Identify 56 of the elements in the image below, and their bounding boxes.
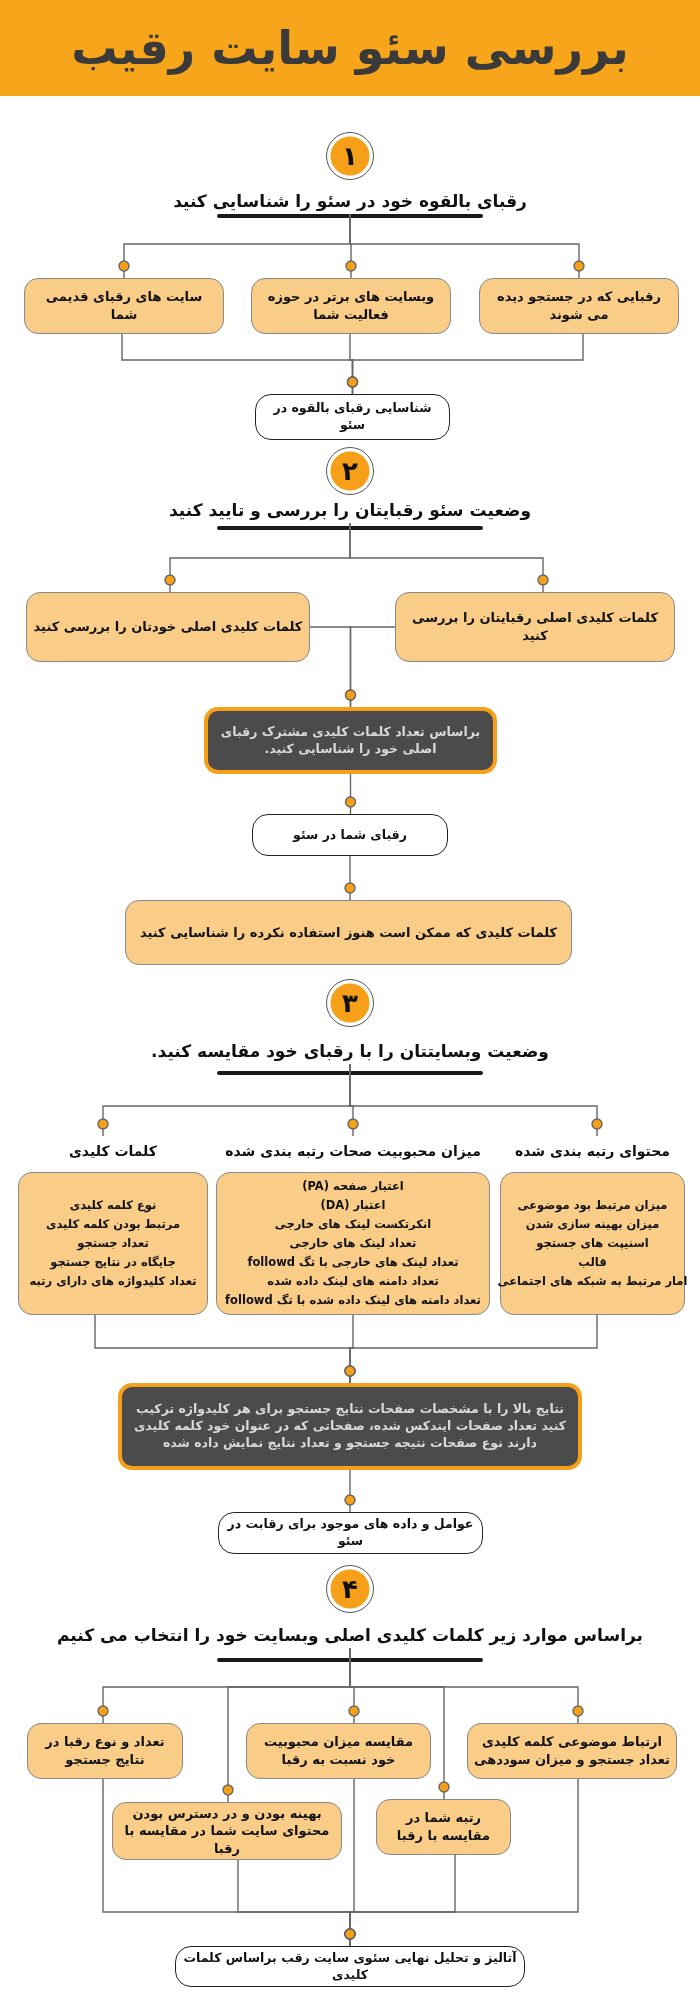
connector-line <box>97 1063 351 1137</box>
list-item: امار مرتبط به شبکه های اجتماعی <box>497 1273 688 1290</box>
connector-line <box>344 1469 356 1513</box>
step-number-circle: ۳ <box>326 979 374 1027</box>
connector-line <box>118 213 351 279</box>
list-item: جایگاه در نتایج جستجو <box>50 1254 176 1272</box>
note-box: براساس تعداد کلمات کلیدی مشترک رقبای اصلی خود را شناسایی کنید. <box>204 707 497 774</box>
connector-line <box>94 1314 356 1384</box>
process-box: تعداد و نوع رقبا در نتایج جستجو <box>27 1723 183 1779</box>
summary-box: عوامل و داده های موجود برای رقابت در سئو <box>218 1512 483 1554</box>
section-heading: رقبای بالقوه خود در سئو را شناسایی کنید <box>173 188 527 214</box>
process-box: وبسایت های برتر در حوزه فعالیت شما <box>251 278 451 334</box>
step-number-circle: ۲ <box>326 447 374 495</box>
column-heading: محتوای رتبه بندی شده <box>515 1142 671 1162</box>
list-item: اعتبار صفحه (PA) <box>302 1178 404 1195</box>
connector-line <box>309 626 357 708</box>
section-heading: وضعیت وبسایتتان را با رقبای خود مقایسه کنید. <box>151 1038 549 1064</box>
list-item: میزان بهینه سازی شدن <box>525 1216 660 1233</box>
list-item: تعداد دامنه های لینک داده شده با تگ followd <box>225 1292 481 1309</box>
list-item: تعداد جستجو <box>77 1235 149 1253</box>
connector-line <box>344 855 356 901</box>
column-heading: کلمات کلیدی <box>69 1142 157 1161</box>
list-item: تعداد لینک های خارجی با تگ followd <box>247 1254 459 1271</box>
title-text: بررسی سئو سایت رقیب <box>71 21 629 75</box>
list-item: اعتبار (DA) <box>320 1197 386 1214</box>
process-box: بهینه بودن و در دسترس بودن محتوای سایت شما در مقایسه با رقبا <box>112 1802 342 1860</box>
step-number-circle: ۴ <box>326 1565 374 1613</box>
process-box: رتبه شما در مقایسه با رقبا <box>376 1799 511 1855</box>
list-item: مرتبط بودن کلمه کلیدی <box>45 1216 181 1234</box>
connector-line <box>164 522 351 593</box>
list-item: اسنیپت های جستجو <box>536 1235 649 1253</box>
list-item: انکرتکست لینک های خارجی <box>274 1216 432 1233</box>
list-item: تعداد دامنه های لینک داده شده <box>267 1273 439 1290</box>
list-item: نوع کلمه کلیدی <box>69 1197 157 1215</box>
section-heading: وضعیت سئو رقبایتان را بررسی و تایید کنید <box>168 497 532 523</box>
column-heading: میزان محبوبیت صحات رتبه بندی شده <box>225 1142 481 1162</box>
section-heading: براساس موارد زیر کلمات کلیدی اصلی وبسایت خود را انتخاب می کنیم <box>57 1622 643 1648</box>
process-box: مقایسه میزان محبوبیت خود نسبت به رقبا <box>246 1723 431 1779</box>
step-number-circle: ۱ <box>326 132 374 180</box>
note-box: نتایج بالا را با مشخصات صفحات نتایج جستجو برای هر کلیدواژه ترکیب کنید تعداد صفحات ایندکس شده، صفحاتی که در عنوان خود کلمه کلیدی دارند نوع صفحات نتیجه جستجو و تعداد نتایج نمایش داده شده <box>118 1383 582 1470</box>
list-item: تعداد لینک های خارجی <box>289 1235 417 1252</box>
process-box: کلمات کلیدی که ممکن است هنوز استفاده نکرده را شناسایی کنید <box>125 900 572 965</box>
summary-box: رقبای شما در سئو <box>252 814 448 856</box>
list-item: تعداد کلیدواژه های دارای رتبه <box>29 1273 197 1291</box>
process-box: ارتباط موضوعی کلمه کلیدی تعداد جستجو و میزان سوددهی <box>467 1723 677 1779</box>
process-box: کلمات کلیدی اصلی رقبایتان را بررسی کنید <box>395 592 675 662</box>
process-box: کلمات کلیدی اصلی خودتان را بررسی کنید <box>26 592 310 662</box>
list-item: میزان مرتبط بود موضوعی <box>517 1197 668 1215</box>
list-item: قالب <box>578 1254 607 1271</box>
summary-box: شناسایی رقبای بالقوه در سئو <box>255 394 450 440</box>
connector-line <box>121 333 359 395</box>
process-box: سایت های رقبای قدیمی شما <box>24 278 224 334</box>
summary-box: آتالیز و تحلیل نهایی سئوی سایت رقب براساس کلمات کلیدی <box>175 1946 525 1987</box>
connector-line <box>344 773 357 815</box>
connector-line <box>97 1647 351 1724</box>
process-box: رقبایی که در جستجو دیده می شوند <box>479 278 679 334</box>
